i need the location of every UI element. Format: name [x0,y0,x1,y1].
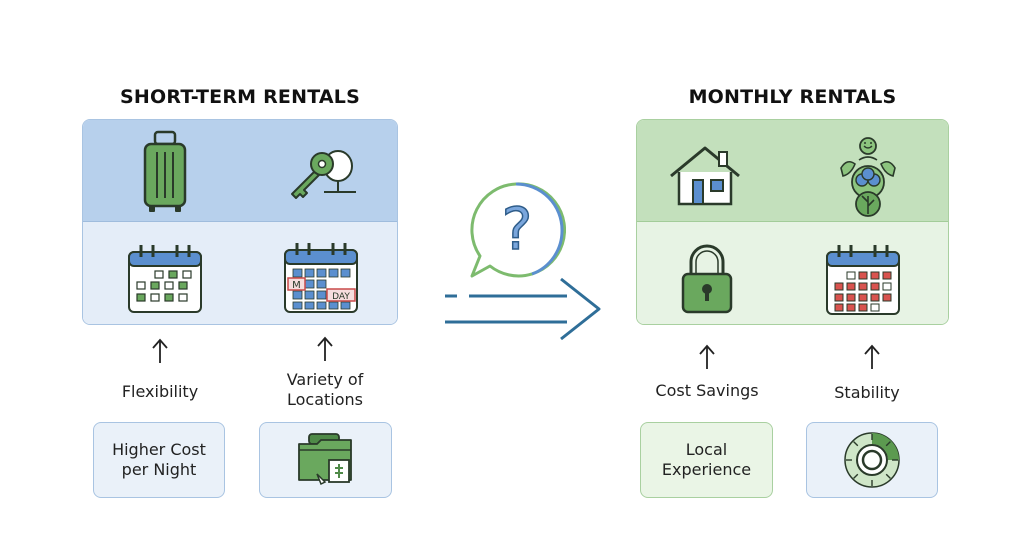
question-mark-label: ? [502,195,533,263]
question-bubble-icon: ? [470,182,566,278]
house-icon [670,146,740,206]
up-arrow-icon [699,344,715,369]
calendar-m-label: M [292,280,301,291]
benefit-label-stability: Stability [834,383,900,402]
calendar-day-label: DAY [332,292,350,302]
luggage-icon [143,130,187,212]
left-panel: M DAY [82,119,398,325]
dial-icon [844,432,900,488]
left-title: SHORT-TERM RENTALS [120,86,360,108]
benefit-label-cost-savings: Cost Savings [655,381,759,400]
drawback-card-label: Local Experience [661,440,752,479]
benefit-label-flexibility: Flexibility [121,382,199,401]
calendar-day-icon: M DAY [284,243,358,313]
right-arrow-icon [445,277,601,341]
up-arrow-icon [864,344,880,369]
community-tree-icon [840,137,896,217]
right-panel [636,119,949,325]
key-icon [291,150,356,199]
right-title: MONTHLY RENTALS [688,86,897,108]
drawback-card-cost: Higher Cost per Night [93,422,225,498]
drawback-card-folder [259,422,392,498]
benefit-label-variety: Variety of Locations [286,370,364,409]
calendar-icon [826,245,900,315]
up-arrow-icon [152,338,168,363]
drawback-card-label: Higher Cost per Night [112,440,206,479]
drawback-card-dial [806,422,938,498]
drawback-card-local: Local Experience [640,422,773,498]
padlock-icon [681,244,733,314]
calendar-icon [128,245,202,313]
up-arrow-icon [317,336,333,361]
folder-icon [297,433,352,486]
